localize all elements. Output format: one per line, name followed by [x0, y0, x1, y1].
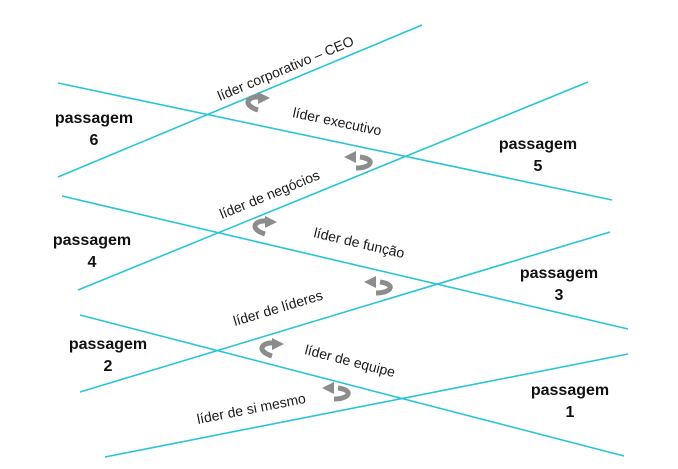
passage-5: passagem 5 [492, 134, 584, 178]
turn-arrow-icon [245, 94, 261, 113]
line-executivo [57, 82, 613, 201]
turn-arrow-icon [355, 154, 373, 171]
line-si-mesmo [104, 353, 629, 458]
passage-number: 6 [89, 132, 99, 149]
role-label-negocios: líder de negócios [217, 167, 322, 222]
passage-1: passagem 1 [524, 380, 616, 424]
role-label-ceo: líder corporativo – CEO [215, 33, 356, 104]
passage-number: 2 [103, 358, 113, 375]
turn-arrow-icon [259, 340, 275, 359]
arrow-head-icon [344, 151, 356, 163]
pipeline-lines [57, 24, 629, 458]
passage-word: passagem [68, 336, 148, 353]
transition-arrows [245, 92, 393, 402]
arrow-head-icon [265, 216, 277, 228]
passage-number: 3 [554, 287, 564, 304]
role-label-executivo: líder executivo [291, 104, 383, 138]
arrow-head-icon [272, 338, 284, 350]
line-lideres [79, 231, 611, 393]
passage-word: passagem [52, 232, 132, 249]
passage-number: 5 [533, 158, 543, 175]
arrow-head-icon [258, 92, 270, 104]
arrow-head-icon [322, 382, 334, 394]
turn-arrow-icon [333, 385, 351, 402]
passage-word: passagem [519, 265, 599, 282]
role-label-funcao: líder de função [312, 224, 406, 261]
turn-arrow-icon [375, 279, 393, 296]
passage-word: passagem [530, 382, 610, 399]
passage-word: passagem [54, 110, 134, 127]
passage-number: 1 [565, 404, 575, 421]
passage-number: 4 [87, 254, 97, 271]
passage-6: passagem 6 [48, 108, 140, 152]
passage-4: passagem 4 [46, 230, 138, 274]
role-label-si-mesmo: líder de si mesmo [195, 390, 307, 427]
line-ceo [57, 24, 423, 178]
line-equipe [79, 314, 625, 457]
passage-3: passagem 3 [513, 263, 605, 307]
line-negocios [77, 81, 589, 291]
turn-arrow-icon [252, 218, 268, 237]
passage-2: passagem 2 [62, 334, 154, 378]
passage-word: passagem [498, 136, 578, 153]
arrow-head-icon [364, 276, 376, 288]
role-label-equipe: líder de equipe [303, 341, 397, 380]
line-funcao [61, 195, 629, 330]
